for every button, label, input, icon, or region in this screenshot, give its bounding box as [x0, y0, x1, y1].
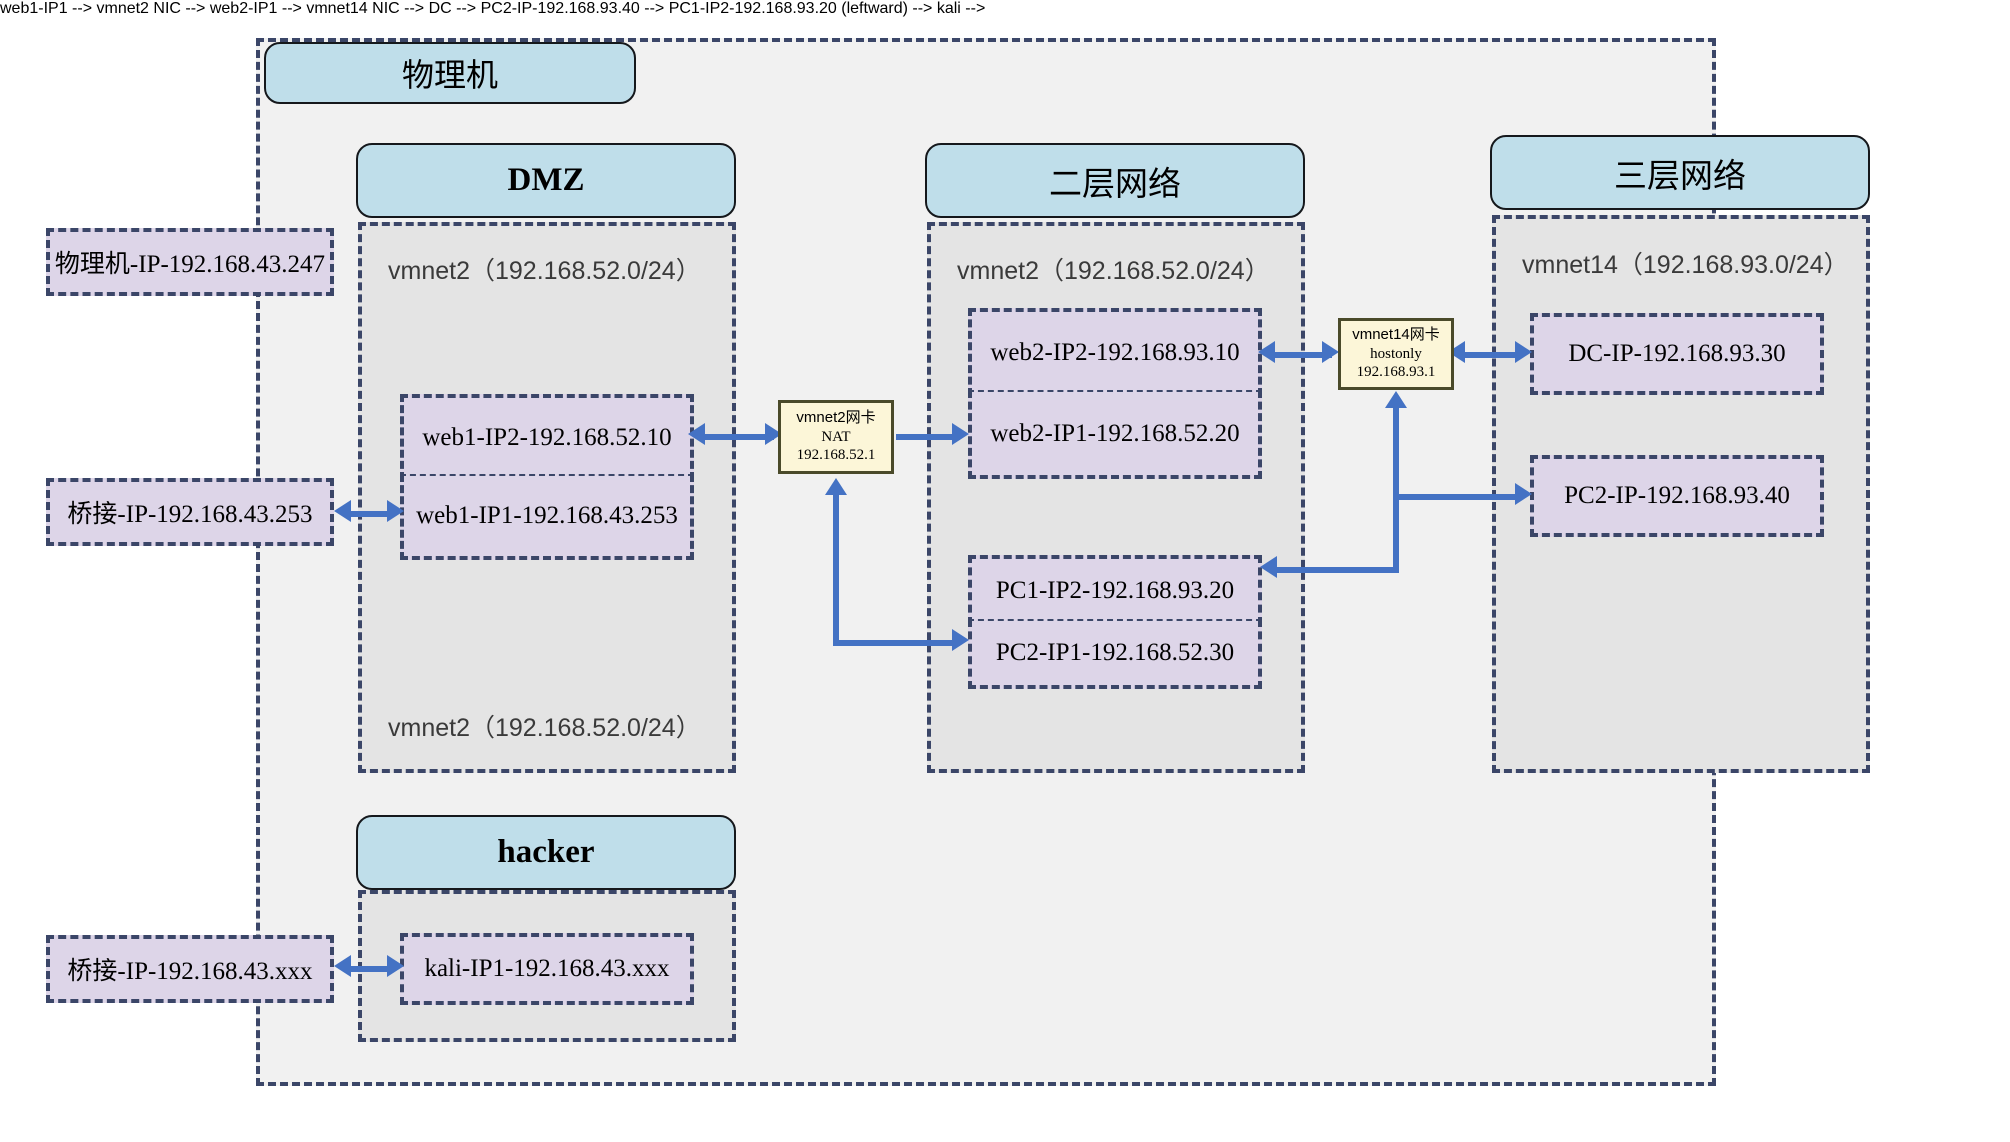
node-web1-ip1-label: web1-IP1-192.168.43.253: [416, 502, 678, 529]
zone-note-layer3-top: vmnet14（192.168.93.0/24）: [1522, 251, 1849, 279]
nic-vmnet14-line1: vmnet14网卡: [1352, 325, 1440, 343]
nic-vmnet2-line2: NAT: [821, 428, 851, 445]
node-web2-ip1-label: web2-IP1-192.168.52.20: [990, 419, 1240, 447]
arrow-bridge-kali-right: [387, 955, 404, 977]
node-group-web1: web1-IP2-192.168.52.10 web1-IP1-192.168.…: [400, 394, 694, 560]
nic-vmnet14-line3: 192.168.93.1: [1356, 364, 1436, 381]
arrow-web2-nic14-left: [1258, 341, 1275, 363]
zone-title-layer2: 二层网络: [925, 143, 1305, 218]
connector-trunk-pc1: [1274, 567, 1399, 573]
connector-nic-pc2-horizontal: [833, 640, 960, 646]
arrow-nic14-trunk-up: [1385, 391, 1407, 408]
node-web1-ip2-label: web1-IP2-192.168.52.10: [422, 424, 672, 451]
connector-web1-nic: [700, 434, 774, 440]
node-dc-label: DC-IP-192.168.93.30: [1568, 340, 1786, 367]
node-pc2-ip1[interactable]: PC2-IP1-192.168.52.30: [968, 619, 1262, 689]
physical-machine-title-label: 物理机: [401, 57, 498, 93]
zone-title-dmz: DMZ: [356, 143, 736, 218]
nic-vmnet2[interactable]: vmnet2网卡 NAT 192.168.52.1: [778, 400, 894, 474]
arrow-trunk-pc2-layer3: [1515, 483, 1532, 505]
connector-nic-pc2-vertical: [833, 492, 839, 646]
external-label-bridge-kali-text: 桥接-IP-192.168.43.xxx: [67, 958, 313, 985]
node-pc1-ip2-label: PC1-IP2-192.168.93.20: [995, 577, 1235, 604]
connector-nic14-dc: [1460, 352, 1522, 358]
node-web2-ip1[interactable]: web2-IP1-192.168.52.20: [968, 390, 1262, 479]
zone-note-dmz-bottom: vmnet2（192.168.52.0/24）: [388, 714, 701, 742]
arrow-web2-nic14-right: [1322, 341, 1339, 363]
zone-title-hacker-label: hacker: [497, 834, 595, 870]
arrow-trunk-pc1: [1260, 556, 1277, 578]
arrow-web1-nic-left: [688, 423, 705, 445]
node-group-pc: PC1-IP2-192.168.93.20 PC2-IP1-192.168.52…: [968, 555, 1262, 689]
connector-web2-nic14: [1272, 352, 1332, 358]
external-label-bridge-web1-text: 桥接-IP-192.168.43.253: [67, 501, 313, 528]
connector-nic-web2: [896, 434, 960, 440]
zone-body-layer2: vmnet2（192.168.52.0/24）: [927, 222, 1305, 773]
arrow-web1-nic-right: [765, 423, 782, 445]
arrow-nic-pc2-up: [825, 478, 847, 495]
external-label-bridge-web1: 桥接-IP-192.168.43.253: [46, 478, 334, 546]
node-pc2-ip1-label: PC2-IP1-192.168.52.30: [995, 639, 1235, 666]
node-kali-label: kali-IP1-192.168.43.xxx: [424, 955, 670, 982]
external-label-physical-ip-text: 物理机-IP-192.168.43.247: [54, 251, 326, 278]
connector-nic14-trunk: [1393, 405, 1399, 570]
nic-vmnet2-line1: vmnet2网卡: [796, 408, 876, 426]
nic-vmnet14[interactable]: vmnet14网卡 hostonly 192.168.93.1: [1338, 318, 1454, 390]
zone-body-dmz: vmnet2（192.168.52.0/24） vmnet2（192.168.5…: [358, 222, 736, 773]
zone-note-layer2-top: vmnet2（192.168.52.0/24）: [957, 257, 1270, 285]
connector-bridge-kali: [348, 966, 390, 972]
arrow-nic-web2: [952, 423, 969, 445]
arrow-nic-pc2-right: [952, 629, 969, 651]
node-web1-ip1[interactable]: web1-IP1-192.168.43.253: [400, 474, 694, 560]
node-kali[interactable]: kali-IP1-192.168.43.xxx: [400, 933, 694, 1005]
node-web2-ip2-label: web2-IP2-192.168.93.10: [990, 339, 1240, 366]
zone-title-layer2-label: 二层网络: [1049, 164, 1181, 202]
arrow-bridge-web1-right: [387, 500, 404, 522]
node-pc2-layer3[interactable]: PC2-IP-192.168.93.40: [1530, 455, 1824, 537]
connector-trunk-pc2-layer3: [1393, 494, 1522, 500]
zone-title-layer3-label: 三层网络: [1614, 156, 1746, 194]
node-pc1-ip2[interactable]: PC1-IP2-192.168.93.20: [968, 555, 1262, 625]
arrow-bridge-web1-left: [334, 500, 351, 522]
connector-bridge-web1: [348, 511, 390, 517]
zone-title-dmz-label: DMZ: [507, 162, 585, 198]
node-dc[interactable]: DC-IP-192.168.93.30: [1530, 313, 1824, 395]
external-label-bridge-kali: 桥接-IP-192.168.43.xxx: [46, 935, 334, 1003]
zone-title-hacker: hacker: [356, 815, 736, 890]
nic-vmnet2-line3: 192.168.52.1: [796, 447, 876, 464]
node-pc2-layer3-label: PC2-IP-192.168.93.40: [1564, 482, 1790, 509]
zone-note-dmz-top: vmnet2（192.168.52.0/24）: [388, 257, 701, 285]
physical-machine-title: 物理机: [264, 42, 636, 104]
nic-vmnet14-line2: hostonly: [1370, 345, 1422, 362]
arrow-nic14-dc-right: [1515, 341, 1532, 363]
node-web1-ip2[interactable]: web1-IP2-192.168.52.10: [400, 394, 694, 480]
arrow-bridge-kali-left: [334, 955, 351, 977]
node-web2-ip2[interactable]: web2-IP2-192.168.93.10: [968, 308, 1262, 396]
external-label-physical-ip: 物理机-IP-192.168.43.247: [46, 228, 334, 296]
zone-title-layer3: 三层网络: [1490, 135, 1870, 210]
node-group-web2: web2-IP2-192.168.93.10 web2-IP1-192.168.…: [968, 308, 1262, 479]
